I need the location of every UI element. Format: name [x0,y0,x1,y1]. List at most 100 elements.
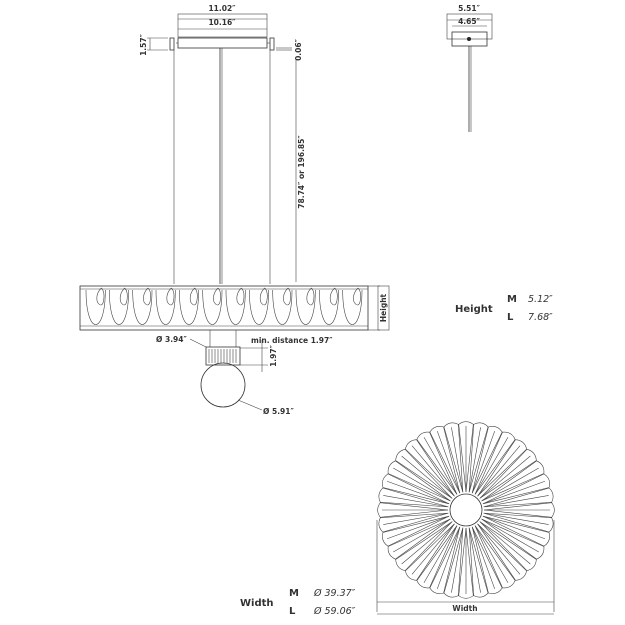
canopy-length-inner: 10.16″ [208,18,236,27]
petal [477,439,528,497]
shade-loop [109,289,129,325]
shade-clip [213,287,221,306]
petal [443,422,464,493]
height-spec: Height M 5.12″ L 7.68″ [455,294,553,323]
height-size-m: M [507,294,517,305]
petal [479,521,537,572]
petal [471,526,503,594]
width-value-m: Ø 39.37″ [313,588,356,599]
shade-clip [259,287,268,306]
min-distance: min. distance 1.97″ [251,336,333,345]
petal [482,515,550,547]
petal [471,426,503,494]
canopy-height: 1.57″ [139,33,148,56]
socket-assembly: Ø 3.94″ min. distance 1.97″ 1.97″ [156,330,333,372]
canopy-end-left [169,37,175,51]
shade-loop [202,289,223,325]
shade-loop [155,289,176,325]
petal [377,502,449,518]
cable-length: 78.74″ or 196.85″ [297,135,306,209]
petal [458,421,474,493]
shade-loop [179,289,199,325]
canopy-length-outer: 11.02″ [208,4,236,13]
height-size-l: L [507,312,514,323]
petal [404,523,455,581]
shade-clip [283,287,291,306]
canopy-height-dimension: 1.57″ [139,33,168,56]
width-spec-label: Width [240,598,274,609]
bulb [200,362,246,408]
canopy-front [177,37,268,49]
top-width-dimension: Width [376,520,555,615]
width-value-l: Ø 59.06″ [313,606,356,617]
canopy-gap: 0.06″ [294,38,303,61]
bulb-diameter: Ø 5.91″ [263,407,294,416]
petal [416,431,458,495]
width-size-l: L [289,606,296,617]
petal [483,502,555,518]
shade-front [79,285,369,331]
petal [483,512,554,533]
height-spec-label: Height [455,304,493,315]
top-view: Width [376,421,555,615]
petal [481,460,545,502]
petal [477,523,528,581]
height-value-m: 5.12″ [528,294,553,305]
petal [479,448,537,499]
petal [468,527,489,598]
height-value-l: 7.68″ [528,312,553,323]
shade-loop [272,289,293,325]
shade-loop [249,289,269,325]
canopy-end-right [269,37,275,51]
width-spec: Width M Ø 39.37″ L Ø 59.06″ [240,588,356,617]
petal [378,512,449,533]
shade-clip [353,287,361,306]
shade-clip [189,287,198,306]
socket-height: 1.97″ [269,344,278,367]
petal [468,422,489,493]
petal [458,527,474,599]
center-disc [449,493,483,527]
shade-height-label: Height [379,293,388,322]
shade-clip [306,287,315,306]
shade-clip [166,287,175,306]
petal [404,439,455,497]
petal [416,525,458,589]
petal [387,460,451,502]
shade-clip [119,287,128,306]
shade-loop [342,289,363,325]
petal [474,431,516,495]
shade-loop [85,289,106,325]
top-width-label: Width [452,604,477,613]
petal [474,525,516,589]
cable-length-dimension: 78.74″ or 196.85″ [295,60,306,282]
shade-clip [329,287,338,306]
petal [378,487,449,508]
front-view: 11.02″ 10.16″ 1.57″ 0.06″ 78.74″ or 196.… [79,4,390,416]
petal [395,448,453,499]
canopy-gap-dimension: 0.06″ [276,38,303,61]
side-view: 5.51″ 4.65″ [446,4,493,132]
width-size-m: M [289,588,299,599]
canopy-width-dimension: 11.02″ 10.16″ [177,4,268,38]
shade-loop [295,289,316,325]
petal [443,527,464,598]
connector-diameter: Ø 3.94″ [156,335,187,344]
canopy-width-outer: 5.51″ [458,4,481,13]
shade-clip [96,287,105,306]
petal [429,426,461,494]
petal [382,515,450,547]
shade-clip [236,287,245,306]
canopy-width-inner: 4.65″ [458,17,481,26]
shade-height-dimension: Height [368,285,390,331]
petal [382,473,450,505]
canopy-side [451,31,488,47]
shade-clip [143,287,151,306]
shade-loop [225,289,246,325]
petal [395,521,453,572]
petal [387,518,451,560]
petal [483,487,554,508]
petal [482,473,550,505]
shade-loop [319,289,339,325]
